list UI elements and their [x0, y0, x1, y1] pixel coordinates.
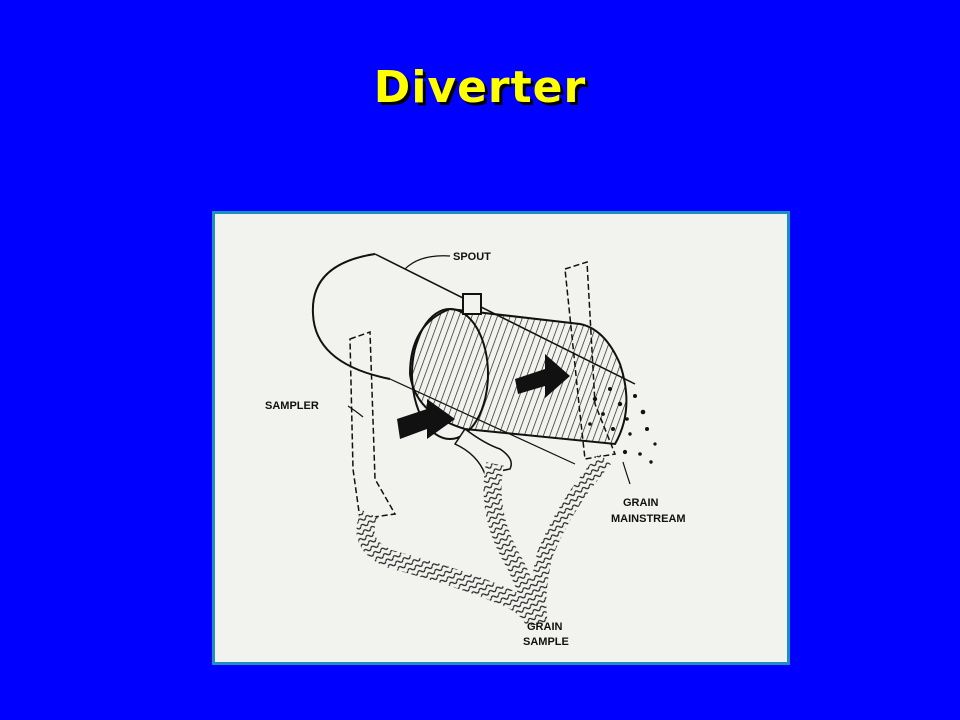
- grain-mainstream-label-line2: MAINSTREAM: [611, 513, 686, 525]
- spout-label: SPOUT: [453, 251, 491, 263]
- grain-sample-label-line2: SAMPLE: [523, 636, 569, 648]
- diverter-blade: [462, 293, 482, 315]
- sample-funnel: [453, 427, 512, 475]
- grain-mainstream-particles: [588, 387, 657, 464]
- label-leaders: [347, 255, 631, 485]
- diverter-diagram: SPOUT SAMPLER GRAIN MAINSTREAM GRAIN SAM…: [265, 251, 686, 648]
- slide-title: Diverter: [373, 62, 587, 113]
- sampler-left-arm: [349, 330, 397, 520]
- sampler-right-arm: [564, 260, 617, 460]
- grain-mainstream-label-line1: GRAIN: [623, 497, 659, 509]
- sample-hoses: [356, 453, 611, 628]
- sampler-label: SAMPLER: [265, 400, 319, 412]
- flow-arrow-left-icon: [397, 399, 455, 439]
- flow-arrow-right-icon: [515, 354, 570, 398]
- diverter-figure: SPOUT SAMPLER GRAIN MAINSTREAM GRAIN SAM…: [212, 211, 790, 665]
- grain-sample-label-line1: GRAIN: [527, 621, 563, 633]
